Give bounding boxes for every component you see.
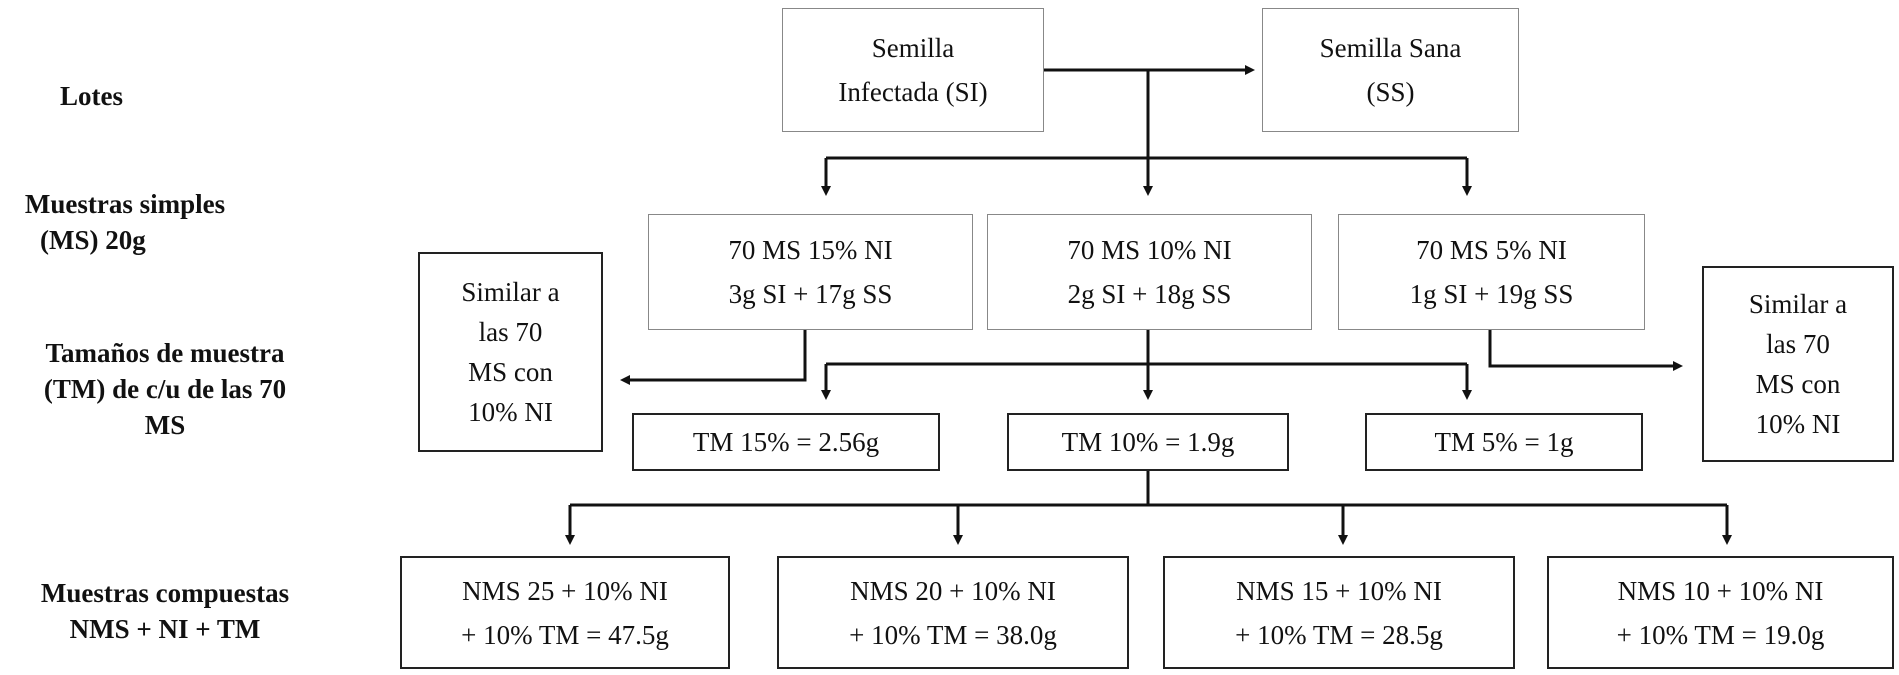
tm-box-label: TM 10% = 1.9g — [1061, 427, 1235, 457]
ms-box-line: 70 MS 10% NI — [1067, 235, 1232, 265]
ms-box-line: 70 MS 5% NI — [1416, 235, 1567, 265]
similar-box-line: Similar a — [461, 277, 560, 307]
similar-box-line: las 70 — [1766, 329, 1830, 359]
similar-box-right: Similar a las 70 MS con 10% NI — [1702, 266, 1894, 462]
row-label-muestras-simples: Muestras simples (MS) 20g — [0, 186, 250, 258]
ms-box-5: 70 MS 5% NI 1g SI + 19g SS — [1338, 214, 1645, 330]
ms-box-line: 3g SI + 17g SS — [728, 279, 893, 309]
ms-box-line: 2g SI + 18g SS — [1067, 279, 1232, 309]
row-label-line: Tamaños de muestra — [45, 338, 285, 368]
similar-box-line: MS con — [1755, 369, 1841, 399]
compuesta-box-25: NMS 25 + 10% NI + 10% TM = 47.5g — [400, 556, 730, 669]
similar-box-line: las 70 — [478, 317, 543, 347]
tm-box-5: TM 5% = 1g — [1365, 413, 1643, 471]
lot-box-line: Infectada (SI) — [838, 77, 988, 107]
lot-box-infectada: Semilla Infectada (SI) — [782, 8, 1044, 132]
arrow-ms15-to-similar-left — [620, 330, 807, 385]
similar-box-left: Similar a las 70 MS con 10% NI — [418, 252, 603, 452]
row-label-line: Muestras compuestas — [40, 578, 290, 608]
similar-box-line: MS con — [468, 357, 553, 387]
similar-box-line: Similar a — [1748, 289, 1848, 319]
ms-box-15: 70 MS 15% NI 3g SI + 17g SS — [648, 214, 973, 330]
compuesta-box-line: NMS 25 + 10% NI — [462, 575, 668, 606]
compuesta-box-line: + 10% TM = 19.0g — [1616, 619, 1825, 650]
compuesta-box-line: + 10% TM = 47.5g — [461, 619, 669, 650]
compuesta-box-15: NMS 15 + 10% NI + 10% TM = 28.5g — [1163, 556, 1515, 669]
compuesta-box-line: + 10% TM = 28.5g — [1235, 619, 1443, 650]
row-label-line: Muestras simples — [24, 189, 226, 219]
tm-box-10: TM 10% = 1.9g — [1007, 413, 1289, 471]
ms-box-line: 70 MS 15% NI — [728, 235, 893, 265]
lot-box-sana: Semilla Sana (SS) — [1262, 8, 1519, 132]
compuesta-box-line: NMS 15 + 10% NI — [1236, 575, 1442, 606]
row-label-lotes-line: Lotes — [60, 81, 123, 111]
row-label-lotes: Lotes — [60, 78, 123, 114]
row-label-line: (MS) 20g — [40, 225, 146, 255]
compuesta-box-10: NMS 10 + 10% NI + 10% TM = 19.0g — [1547, 556, 1894, 669]
compuesta-box-20: NMS 20 + 10% NI + 10% TM = 38.0g — [777, 556, 1129, 669]
compuesta-box-line: NMS 10 + 10% NI — [1617, 575, 1824, 606]
lot-box-line: (SS) — [1366, 77, 1415, 107]
lot-box-line: Semilla Sana — [1319, 33, 1462, 63]
compuesta-box-line: + 10% TM = 38.0g — [849, 619, 1057, 650]
compuesta-box-line: NMS 20 + 10% NI — [850, 575, 1056, 606]
row-label-line: NMS + NI + TM — [69, 614, 261, 644]
row-label-compuestas: Muestras compuestas NMS + NI + TM — [0, 575, 330, 647]
lot-box-line: Semilla — [871, 33, 955, 63]
tm-box-15: TM 15% = 2.56g — [632, 413, 940, 471]
tm-box-label: TM 15% = 2.56g — [692, 427, 880, 457]
arrow-ms5-to-similar-right — [1488, 330, 1683, 371]
row-label-line: (TM) de c/u de las 70 — [43, 374, 287, 404]
ms-box-line: 1g SI + 19g SS — [1409, 279, 1574, 309]
row-label-tamanos: Tamaños de muestra (TM) de c/u de las 70… — [0, 335, 330, 443]
row-label-line: MS — [144, 410, 186, 440]
similar-box-line: 10% NI — [468, 397, 553, 427]
similar-box-line: 10% NI — [1755, 409, 1841, 439]
ms-box-10: 70 MS 10% NI 2g SI + 18g SS — [987, 214, 1312, 330]
tm-box-label: TM 5% = 1g — [1434, 427, 1574, 457]
